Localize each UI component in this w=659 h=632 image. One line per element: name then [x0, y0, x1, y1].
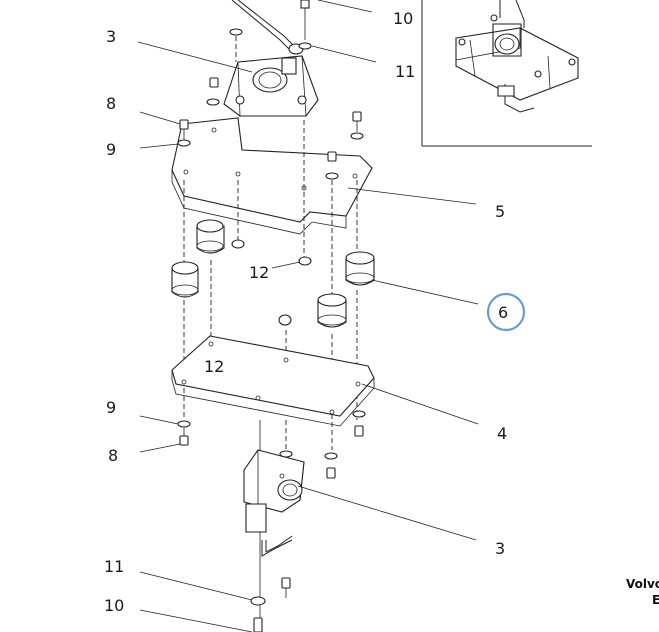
lower-clamp-bracket	[243, 449, 477, 557]
rubber-mount-b	[171, 261, 199, 298]
callout-11-top: 11	[395, 62, 415, 81]
inset-assembled-view	[421, 0, 592, 147]
rubber-mount-c	[317, 293, 347, 328]
callout-5: 5	[495, 202, 505, 221]
callout-10-top: 10	[393, 9, 413, 28]
rubber-mounts	[171, 219, 479, 328]
lower-fasteners	[139, 410, 366, 479]
upper-clamp-bracket	[223, 0, 319, 117]
bottom-fasteners	[139, 571, 291, 632]
rubber-mount-d	[345, 251, 375, 286]
top-fasteners	[137, 0, 377, 73]
callout-9-bottom: 9	[106, 398, 116, 417]
upper-mounting-plate	[171, 117, 373, 235]
callout-6: 6	[498, 303, 508, 322]
upper-right-bolts	[206, 77, 364, 180]
callout-3-bottom: 3	[495, 539, 505, 558]
inset-assembly-drawing	[455, 0, 579, 113]
callout-10-bottom: 10	[104, 596, 124, 615]
callout-12-lower: 12	[204, 357, 224, 376]
callout-9-top: 9	[106, 140, 116, 159]
callout-12-upper: 12	[249, 263, 269, 282]
callout-6-highlight-ring	[486, 292, 526, 332]
brand-text: Volvo E	[626, 577, 659, 607]
callout-8-bottom: 8	[108, 446, 118, 465]
callout-11-bottom: 11	[104, 557, 124, 576]
callout-8-top: 8	[106, 94, 116, 113]
callout-labels: 3 10 11 8 9 5 12 6 12 9 4 8 3 11 10	[104, 9, 526, 615]
brand-line-1: Volvo	[626, 577, 659, 591]
brand-line-2: E	[652, 593, 659, 607]
callout-3-top: 3	[106, 27, 116, 46]
upper-left-bolt-stack	[139, 111, 191, 149]
rubber-mount-a	[196, 219, 225, 254]
callout-4: 4	[497, 424, 507, 443]
lower-mounting-plate	[171, 187, 479, 427]
nut-12-upper	[231, 239, 312, 269]
